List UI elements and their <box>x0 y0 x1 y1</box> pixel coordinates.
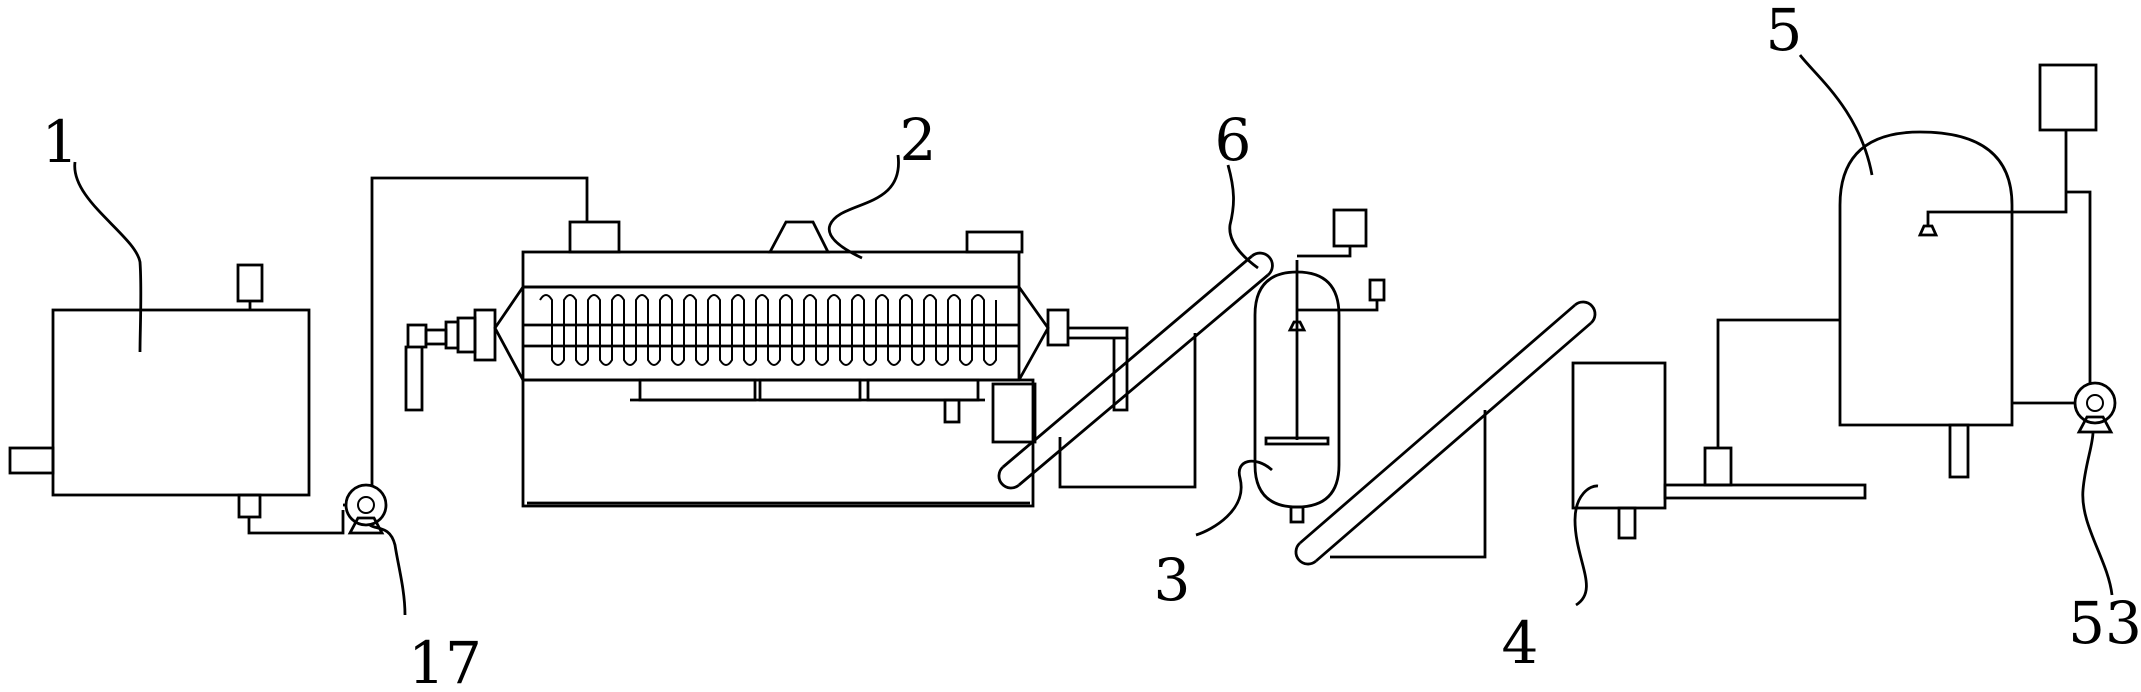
label-53: 53 <box>2068 589 2141 657</box>
vessel-3 <box>1253 208 1386 524</box>
label-6: 6 <box>1215 106 1252 174</box>
tank-1 <box>8 263 345 535</box>
conveyor-6 <box>997 251 1274 490</box>
label-17: 17 <box>408 629 482 692</box>
label-3: 3 <box>1154 546 1191 614</box>
machine-2 <box>404 220 1129 508</box>
label-4: 4 <box>1502 609 1539 677</box>
pump-53 <box>2073 381 2117 434</box>
label-1: 1 <box>42 108 79 176</box>
tank-5 <box>1838 63 2098 479</box>
label-2: 2 <box>900 106 937 174</box>
reference-labels: 1 2 6 3 4 5 17 53 <box>42 0 2141 692</box>
conveyor-2 <box>1294 300 1597 566</box>
label-5: 5 <box>1766 0 1803 64</box>
pump-17 <box>343 176 589 535</box>
leader-lines <box>73 54 2114 616</box>
unit-4 <box>1571 318 1867 540</box>
